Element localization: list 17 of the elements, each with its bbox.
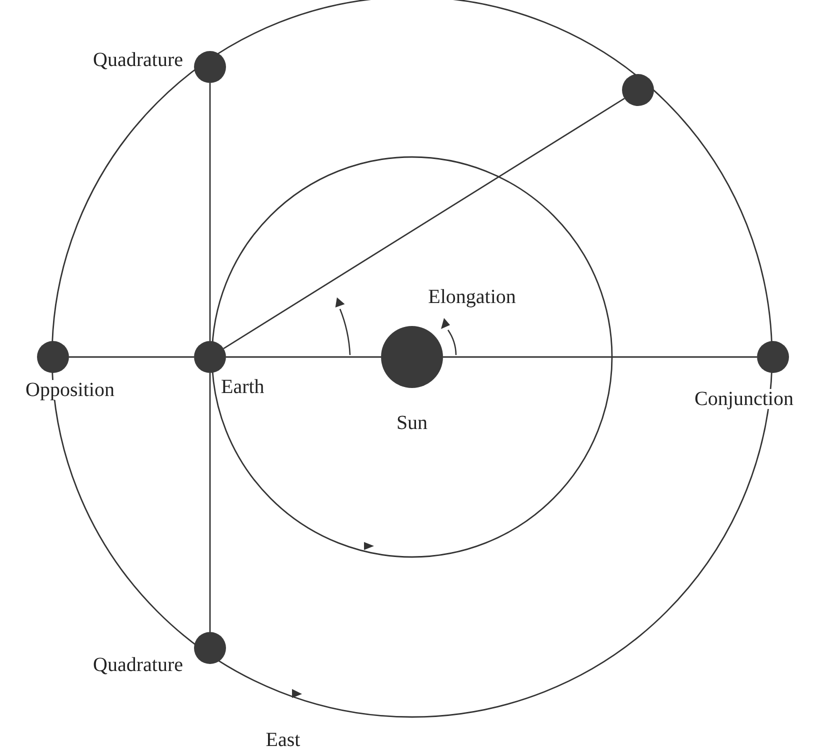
- position-label: Opposition: [24, 380, 116, 400]
- planet-dot: [622, 74, 654, 106]
- sight-line: [223, 98, 625, 350]
- sight-line: [443, 356, 757, 358]
- planet-dot: [37, 341, 69, 373]
- planet-dot: [194, 51, 226, 83]
- planet-dot: [757, 341, 789, 373]
- sight-line: [226, 356, 381, 358]
- position-label: Quadrature: [92, 50, 184, 70]
- position-label: Quadrature: [92, 655, 184, 675]
- sight-line: [69, 356, 194, 358]
- sight-line: [209, 83, 211, 341]
- diagram-label: Elongation: [427, 287, 517, 307]
- planet-dot: [194, 632, 226, 664]
- sight-line: [209, 373, 211, 632]
- position-label: Conjunction: [694, 389, 794, 409]
- planet-dot: [194, 341, 226, 373]
